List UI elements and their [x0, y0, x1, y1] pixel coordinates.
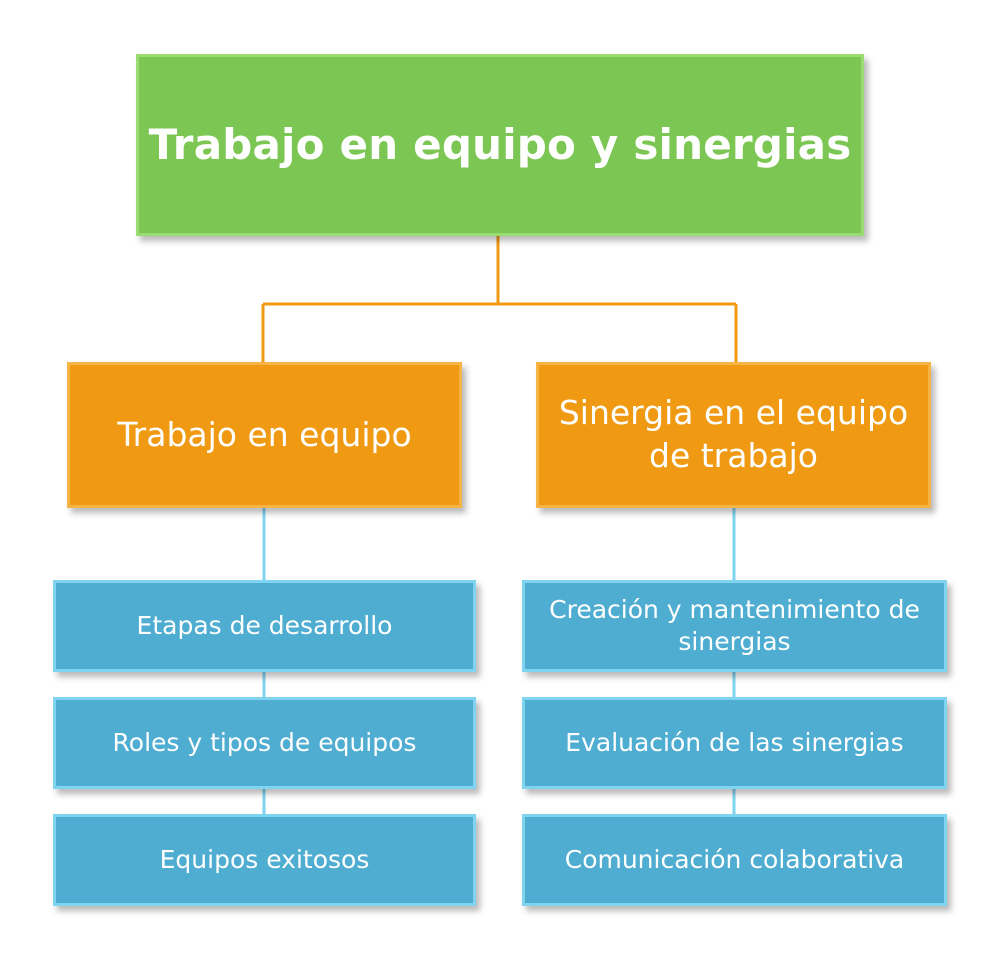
leaf-node-etapas-de-desarrollo: Etapas de desarrollo: [53, 580, 476, 672]
root-node-label: Trabajo en equipo y sinergias: [148, 119, 852, 169]
leaf-node-label: Etapas de desarrollo: [136, 610, 393, 640]
leaf-node-label: Evaluación de las sinergias: [565, 727, 904, 757]
leaf-node-label: Roles y tipos de equipos: [112, 727, 417, 757]
branch-node-sinergia: Sinergia en el equipo de trabajo: [536, 362, 931, 508]
leaf-node-equipos-exitosos: Equipos exitosos: [53, 814, 476, 906]
root-connector: [261, 236, 738, 362]
leaf-node-label: Creación y mantenimiento de sinergias: [549, 594, 920, 657]
root-node: Trabajo en equipo y sinergias: [136, 54, 864, 236]
branch-node-trabajo-en-equipo: Trabajo en equipo: [67, 362, 462, 508]
leaf-node-evaluacion: Evaluación de las sinergias: [522, 697, 947, 789]
leaf-node-roles-y-tipos: Roles y tipos de equipos: [53, 697, 476, 789]
leaf-node-label: Equipos exitosos: [159, 844, 370, 874]
branch-node-label: Sinergia en el equipo de trabajo: [558, 393, 909, 475]
leaf-node-comunicacion-colaborativa: Comunicación colaborativa: [522, 814, 947, 906]
leaf-node-creacion-y-mantenimiento: Creación y mantenimiento de sinergias: [522, 580, 947, 672]
leaf-node-label: Comunicación colaborativa: [564, 844, 905, 874]
branch-node-label: Trabajo en equipo: [117, 414, 412, 454]
